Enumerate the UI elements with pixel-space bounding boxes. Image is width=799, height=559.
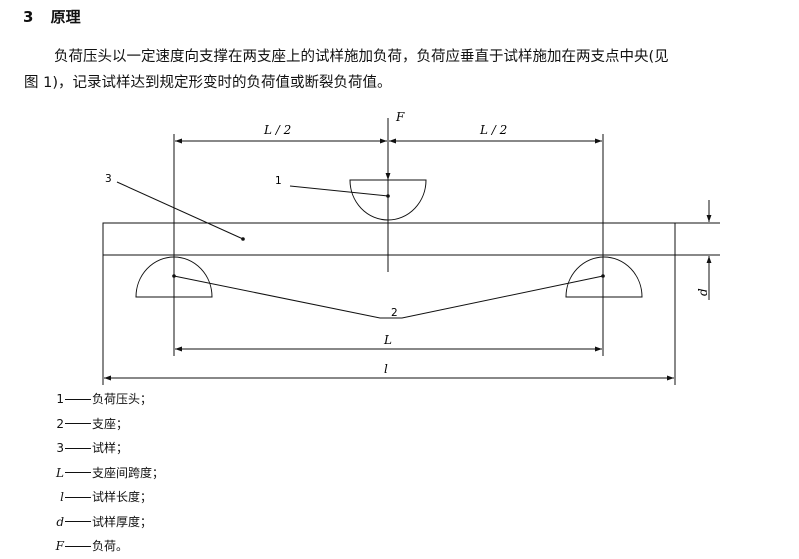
section-title: 原理 [50,8,81,26]
legend-text: 试样长度； [92,490,153,504]
legend-row-2: 2 支座； [54,412,164,437]
callout-dot-3 [241,237,245,241]
legend-row-5: l 试样长度； [54,485,164,510]
thickness-label: d [696,288,710,296]
callout-label-2: 2 [391,307,398,319]
legend-text: 试样； [92,441,129,455]
length-label: l [384,362,388,376]
legend-text: 支座间跨度； [92,465,165,480]
callout-dot-1 [386,194,390,198]
principle-paragraph: 负荷压头以一定速度向支撑在两支座上的试样施加负荷，负荷应垂直于试样施加在两支点中… [24,44,794,96]
half-span-right-label: L / 2 [479,123,507,137]
section-heading: 3 原理 [23,6,81,27]
legend-row-3: 3 试样； [54,436,164,461]
legend-dash [65,521,91,523]
span-label: L [383,333,392,347]
callout-dot-2-left [172,274,176,278]
legend-text: 负荷。 [92,539,129,553]
leader-line-1 [289,185,389,197]
leader-line-3 [116,181,244,240]
legend-symbol: 3 [56,441,64,455]
legend-dash [65,398,91,400]
paragraph-line-2: 图 1)，记录试样达到规定形变时的负荷值或断裂负荷值。 [24,75,392,91]
half-span-left-label: L / 2 [263,123,291,137]
legend-symbol: 2 [56,416,64,431]
callout-label-1: 1 [275,175,282,187]
legend-symbol: F [55,539,64,553]
legend-row-4: L 支座间跨度； [54,461,164,486]
legend-dash [65,447,91,449]
legend-row-7: F 负荷。 [54,534,164,559]
legend-row-1: 1 负荷压头； [54,387,164,412]
paragraph-line-1: 负荷压头以一定速度向支撑在两支座上的试样施加负荷，负荷应垂直于试样施加在两支点中… [54,49,669,65]
legend-symbol: L [56,465,64,480]
legend-text: 负荷压头； [92,392,153,406]
specimen-bar [102,222,676,256]
legend-dash [65,423,91,425]
figure-legend: 1 负荷压头； 2 支座； 3 试样； L 支座间跨度； l 试样长度； d 试样厚度； F… [54,387,164,559]
legend-symbol: 1 [56,392,64,406]
legend-text: 支座； [92,416,129,431]
legend-symbol: d [56,514,64,529]
legend-dash [65,496,91,498]
callout-label-3: 3 [105,173,112,185]
section-number: 3 [23,8,34,26]
legend-dash [65,472,91,474]
legend-row-6: d 试样厚度； [54,510,164,535]
leader-line-2 [173,275,604,319]
force-label: F [395,110,405,124]
legend-dash [65,545,91,547]
legend-text: 试样厚度； [92,514,153,529]
callout-dot-2-right [601,274,605,278]
legend-symbol: l [60,490,64,504]
